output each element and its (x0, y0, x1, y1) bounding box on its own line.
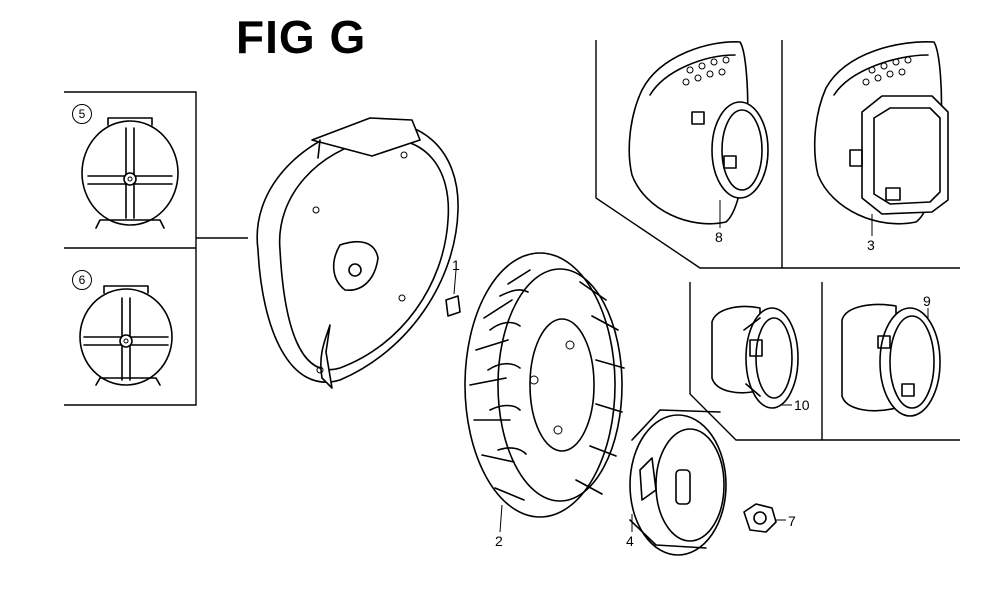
callout-6: 6 (72, 270, 92, 290)
figure-title: FIG G (236, 11, 367, 63)
callout-7: 7 (788, 513, 796, 529)
part-4-starter-pulley (629, 409, 727, 556)
part-6-flywheel-plate (79, 285, 173, 386)
part-1-key (445, 269, 461, 317)
part-7-flange-nut (743, 503, 786, 533)
lower-right-frame (689, 282, 960, 441)
callout-3: 3 (867, 237, 875, 253)
part-9-starter-cup (841, 303, 941, 417)
callout-8: 8 (715, 229, 723, 245)
part-8-flywheel-cup (628, 41, 769, 228)
callout-1: 1 (452, 257, 460, 273)
callout-10: 10 (794, 397, 810, 413)
flywheel-cover (256, 117, 459, 389)
callout-9: 9 (923, 293, 931, 309)
part-3-flywheel-cup (813, 40, 949, 236)
callout-2: 2 (495, 533, 503, 549)
callout-5: 5 (72, 104, 92, 124)
variant-frame (64, 91, 248, 406)
part-10-starter-cup (711, 305, 799, 409)
part-2-cooling-fan (464, 252, 625, 533)
callout-4: 4 (626, 533, 634, 549)
upper-right-frame (595, 40, 960, 269)
part-5-flywheel-plate (81, 117, 179, 229)
